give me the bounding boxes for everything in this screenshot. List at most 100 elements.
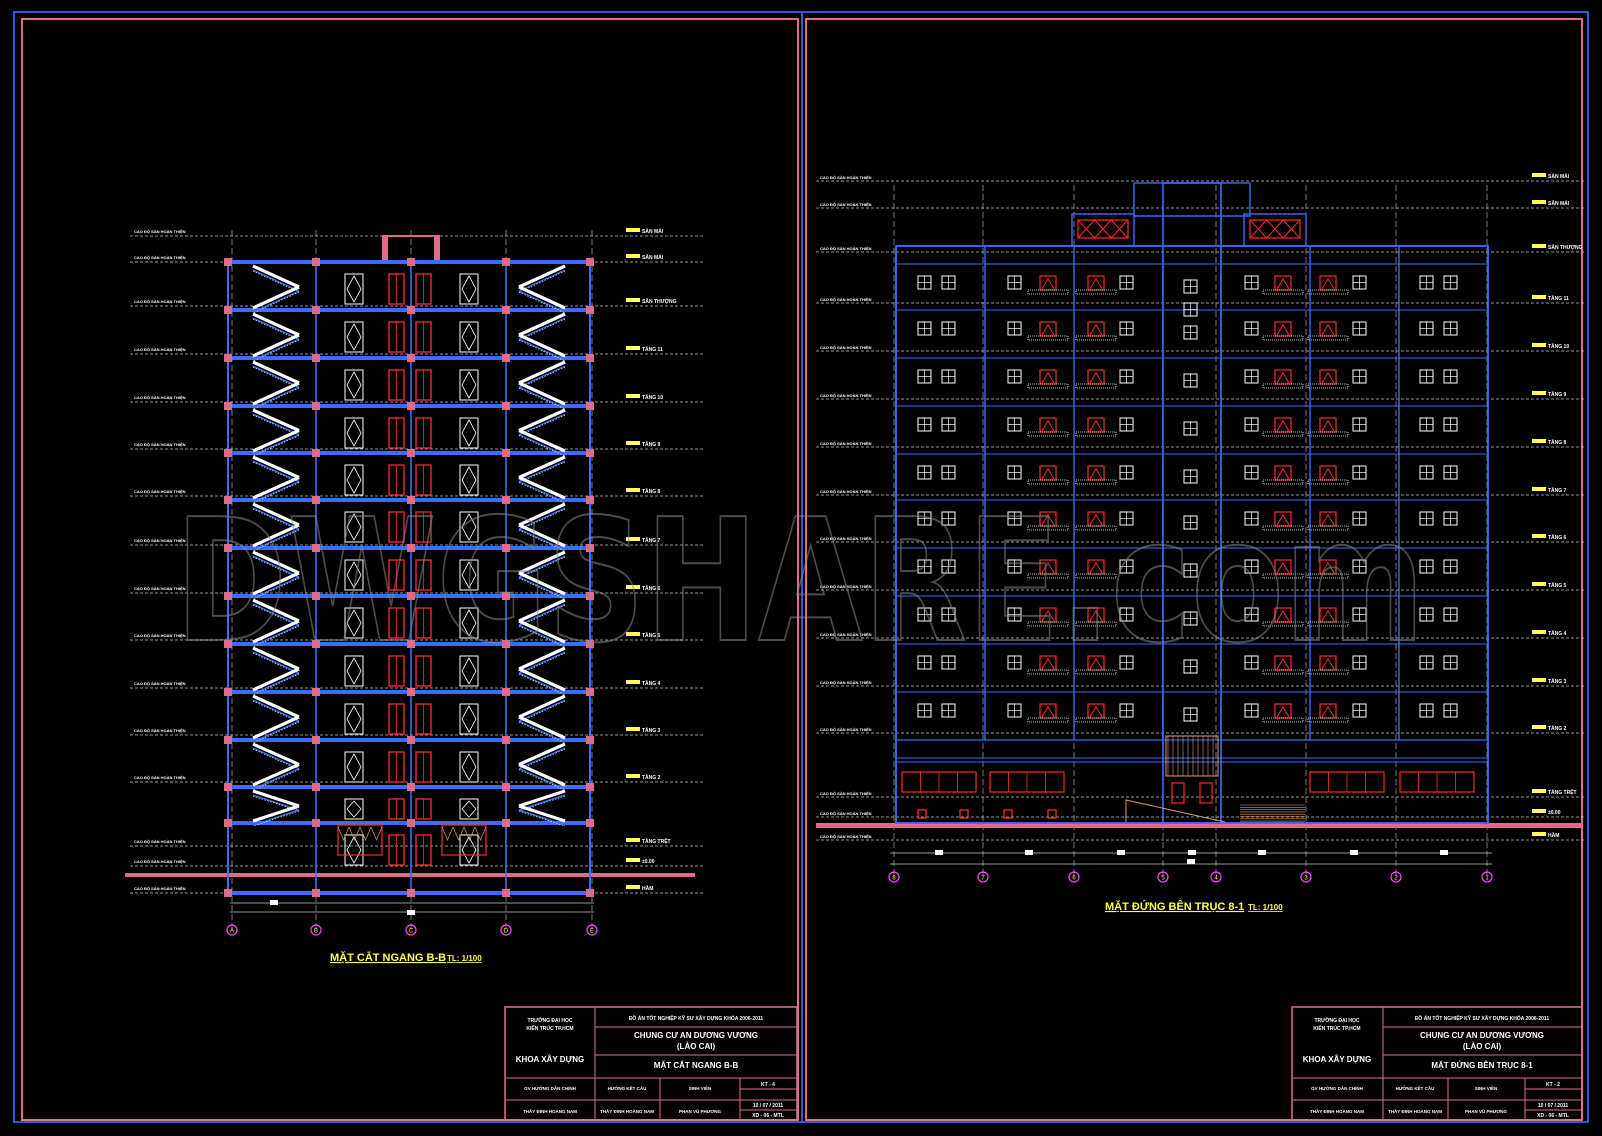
axis-label: B xyxy=(314,929,318,935)
stair-slab xyxy=(518,507,566,530)
balcony-rail xyxy=(1307,431,1349,437)
stair-flight xyxy=(252,646,300,671)
stair-slab xyxy=(252,290,300,313)
balcony-door-swing xyxy=(1321,420,1335,432)
axis-bubble xyxy=(1157,871,1169,883)
dimension-tag xyxy=(1258,850,1266,855)
level-name: TẦNG 10 xyxy=(642,394,663,401)
balcony-door-swing xyxy=(1089,420,1103,432)
stair-rail xyxy=(518,387,566,410)
entrance-door xyxy=(1171,782,1185,804)
window xyxy=(459,655,479,687)
level-caption: CAO ĐỘ SÀN HOÀN THIỆN xyxy=(820,489,872,494)
balcony-rail xyxy=(1075,479,1117,485)
stair-flight xyxy=(252,264,300,289)
level-marker xyxy=(1532,343,1546,347)
beam-section xyxy=(224,544,232,552)
beam-section xyxy=(502,736,510,744)
stair-slab xyxy=(252,720,300,743)
beam-section xyxy=(224,819,232,827)
beam-section xyxy=(224,449,232,457)
stair-flight xyxy=(252,598,300,623)
level-marker xyxy=(1532,295,1546,299)
axis-bubble xyxy=(1210,871,1222,883)
dimension-tag xyxy=(407,910,415,915)
right-code: XD - 06 - MTL xyxy=(1537,1113,1569,1119)
window-pattern xyxy=(461,800,477,818)
level-marker xyxy=(1532,200,1546,204)
stair-slab xyxy=(252,386,300,409)
window-pattern xyxy=(461,466,477,494)
stair-rail xyxy=(518,461,566,483)
beam-section xyxy=(312,449,320,457)
balcony-rail xyxy=(1027,431,1069,437)
dimension-tag xyxy=(1025,850,1033,855)
stair-flight xyxy=(518,408,566,432)
beam-section xyxy=(407,688,415,696)
balcony-rail xyxy=(1307,573,1349,579)
stair-slab xyxy=(518,747,566,770)
stair-slab xyxy=(252,317,300,340)
window-pattern xyxy=(461,705,477,733)
shopfront xyxy=(337,824,383,856)
balcony-rail xyxy=(1307,383,1349,389)
balcony-rail xyxy=(1027,717,1069,723)
beam-section xyxy=(407,496,415,504)
left-advisor-name: THẦY ĐINH HOÀNG NAM xyxy=(523,1108,577,1114)
balcony-door-swing xyxy=(1041,420,1055,432)
window xyxy=(459,273,479,305)
level-caption: CAO ĐỘ SÀN HOÀN THIỆN xyxy=(134,633,186,638)
level-name: SÂN THƯỢNG xyxy=(642,298,677,305)
right-date: 10 / 07 / 2011 xyxy=(1538,1103,1569,1109)
balcony-door-swing xyxy=(1089,324,1103,336)
stair-rail xyxy=(252,748,300,770)
stair-slab xyxy=(252,699,300,722)
stair-flight xyxy=(518,763,566,787)
axis-bubble xyxy=(888,871,900,883)
left-thesis: ĐỒ ÁN TỐT NGHIỆP KỸ SƯ XÂY DỰNG KHÓA 200… xyxy=(629,1014,764,1022)
beam-section xyxy=(312,688,320,696)
axis-bubble xyxy=(405,924,417,936)
balcony-door-swing xyxy=(1041,372,1055,384)
stair-slab xyxy=(518,290,566,313)
balcony-rail xyxy=(1075,573,1117,579)
balcony-rail xyxy=(1075,289,1117,295)
balcony-rail xyxy=(1307,717,1349,723)
window xyxy=(459,834,479,866)
left-project-line1: CHUNG CƯ AN DƯƠNG VƯƠNG xyxy=(634,1031,758,1040)
level-marker xyxy=(626,537,640,541)
balcony-rail xyxy=(1307,335,1349,341)
stair-flight xyxy=(518,502,566,527)
stair-flight xyxy=(518,381,566,406)
right-title-block: TRƯỜNG ĐẠI HỌC KIẾN TRÚC TP.HCM KHOA XÂY… xyxy=(1291,1006,1583,1121)
dimension-tag xyxy=(1187,859,1195,864)
beam-section xyxy=(312,496,320,504)
stair-flight xyxy=(252,715,300,740)
beam-section xyxy=(407,783,415,791)
right-sheet-number: KT - 2 xyxy=(1546,1082,1560,1088)
level-name: TẦNG 8 xyxy=(642,488,661,495)
balcony-door-swing xyxy=(1089,610,1103,622)
stair-flight xyxy=(252,571,300,596)
beam-section xyxy=(502,640,510,648)
beam-section xyxy=(502,354,510,362)
stair-slab xyxy=(252,460,300,483)
roof-structure xyxy=(1133,182,1251,217)
stair-flight xyxy=(518,264,566,289)
balcony-door-swing xyxy=(1321,706,1335,718)
axis-label: 5 xyxy=(1161,876,1165,882)
balcony-rail xyxy=(1027,669,1069,675)
right-drawing-title: MẶT ĐỨNG BÊN TRỤC 8-1 xyxy=(1105,900,1244,913)
balcony-rail xyxy=(1075,669,1117,675)
beam-section xyxy=(586,258,594,266)
level-caption: CAO ĐỘ SÀN HOÀN THIỆN xyxy=(134,299,186,304)
stair-flight xyxy=(252,381,300,406)
balcony-door-swing xyxy=(1321,514,1335,526)
stair-rail xyxy=(518,556,566,579)
window-pattern xyxy=(346,836,362,864)
axis-label: 3 xyxy=(1304,876,1308,882)
axis-bubble xyxy=(1300,871,1312,883)
level-name: TẦNG 8 xyxy=(1548,439,1567,446)
beam-section xyxy=(407,306,415,314)
